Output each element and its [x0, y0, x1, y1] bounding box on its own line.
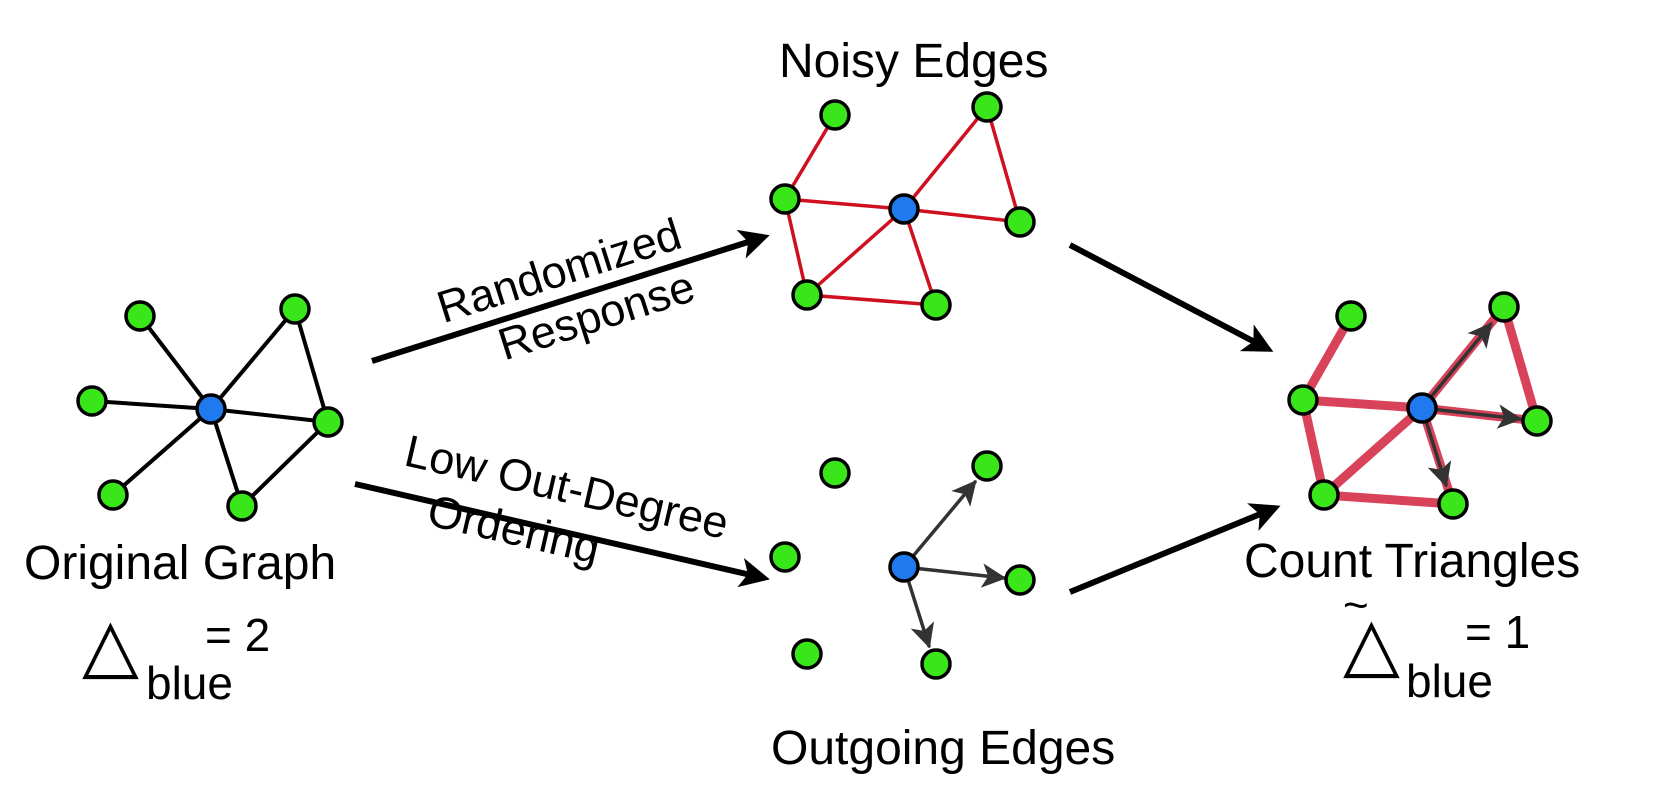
noisy-edges	[783, 105, 1022, 307]
triangle-count-value: = 2	[205, 609, 270, 661]
count-triangles-title: Count Triangles	[1244, 535, 1580, 588]
noisy-edge	[902, 207, 1022, 224]
graph-edge	[293, 307, 330, 424]
directed-edge	[902, 563, 1007, 588]
graph-node	[769, 183, 801, 215]
noisy-edge	[985, 105, 1022, 224]
noisy-edge	[783, 197, 809, 297]
noisy-edges-title: Noisy Edges	[779, 35, 1048, 88]
triangle-subscript: blue	[1406, 655, 1493, 707]
arrow-line	[371, 229, 770, 364]
outgoing-nodes	[769, 450, 1036, 680]
blue-node	[1406, 392, 1438, 424]
blue-node	[888, 193, 920, 225]
graph-edge	[209, 407, 244, 508]
noisy-edge	[902, 207, 938, 307]
graph-edge	[209, 307, 297, 411]
graph-node	[971, 91, 1003, 123]
original-graph-title: Original Graph	[24, 537, 336, 590]
triangle-symbol: △	[82, 603, 139, 686]
blue-node	[888, 551, 920, 583]
noisy-edge	[1499, 302, 1542, 426]
outgoing-edges-title: Outgoing Edges	[771, 722, 1115, 775]
graph-node	[1287, 384, 1319, 416]
randomized-response-arrow: Randomized Response	[371, 208, 770, 370]
count-nodes	[1287, 291, 1553, 520]
graph-node	[819, 99, 851, 131]
noisy-edge	[1298, 395, 1329, 500]
directed-edge	[902, 480, 977, 569]
graph-node	[279, 293, 311, 325]
count-triangles-panel: Count Triangles ~ △ blue = 1	[1244, 291, 1580, 707]
triangle-count-value: = 1	[1465, 606, 1530, 658]
noisy-to-count-arrow	[1068, 242, 1274, 352]
noisy-edge	[805, 293, 938, 307]
graph-node	[769, 541, 801, 573]
noisy-edge	[783, 113, 837, 201]
noisy-nodes	[769, 91, 1036, 321]
noisy-edge	[902, 105, 989, 211]
noisy-edge	[783, 197, 906, 211]
graph-node	[1488, 291, 1520, 323]
graph-node	[791, 638, 823, 670]
triangle-symbol: △	[1343, 602, 1400, 685]
original-graph-nodes	[76, 293, 344, 522]
directed-edge	[1420, 322, 1493, 410]
graph-node	[1004, 564, 1036, 596]
graph-node	[1335, 300, 1367, 332]
blue-node	[195, 393, 227, 425]
graph-edge	[138, 314, 213, 411]
triangle-subscript: blue	[146, 657, 233, 709]
original-graph-edges	[90, 307, 330, 508]
graph-node	[124, 300, 156, 332]
graph-node	[1521, 405, 1553, 437]
graph-edge	[111, 407, 213, 497]
graph-node	[76, 385, 108, 417]
graph-node	[226, 490, 258, 522]
graph-node	[819, 457, 851, 489]
graph-node	[1004, 206, 1036, 238]
outgoing-to-count-arrow	[1068, 503, 1281, 595]
graph-node	[920, 289, 952, 321]
graph-node	[1437, 488, 1469, 520]
estimated-triangle-count: ~ △ blue = 1	[1343, 581, 1530, 707]
noisy-edge	[1298, 311, 1356, 405]
noisy-edge	[1319, 403, 1427, 500]
graph-node	[920, 648, 952, 680]
graph-node	[97, 479, 129, 511]
noisy-edge	[805, 207, 906, 297]
graph-node	[791, 279, 823, 311]
directed-edge	[1420, 404, 1523, 429]
arrow-line	[354, 481, 770, 588]
graph-node	[312, 406, 344, 438]
noisy-edges-panel: Noisy Edges	[769, 35, 1048, 321]
noisy-edge	[1319, 490, 1458, 509]
graph-edge	[209, 407, 330, 424]
low-out-degree-arrow: Low Out-Degree Ordering	[354, 425, 770, 588]
graph-node	[1308, 479, 1340, 511]
original-graph-panel: Original Graph △ blue = 2	[24, 293, 344, 709]
outgoing-edges-panel: Outgoing Edges	[769, 450, 1115, 775]
graph-node	[971, 450, 1003, 482]
tilde-symbol: ~	[1343, 581, 1369, 630]
noisy-edge	[1298, 395, 1427, 413]
original-triangle-count: △ blue = 2	[82, 603, 270, 709]
graph-edge	[240, 420, 330, 508]
graph-edge	[90, 399, 213, 411]
